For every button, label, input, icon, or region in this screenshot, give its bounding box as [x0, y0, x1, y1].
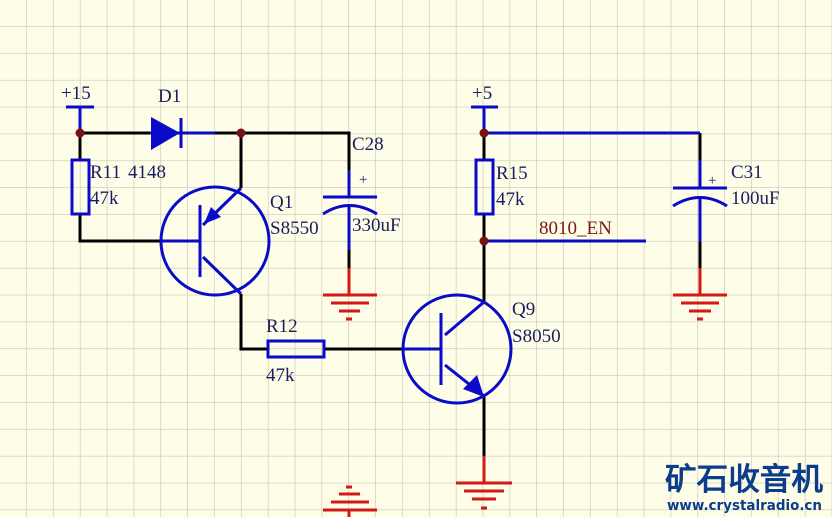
svg-text:S8550: S8550 — [270, 218, 319, 239]
svg-text:+15: +15 — [61, 83, 91, 104]
capacitor-c31[interactable]: + C31 100uF — [672, 160, 780, 242]
svg-text:+: + — [359, 172, 367, 188]
svg-text:www.crystalradio.cn: www.crystalradio.cn — [667, 498, 822, 514]
resistor-r11[interactable]: R11 47k — [70, 158, 121, 216]
svg-text:47k: 47k — [90, 188, 119, 209]
watermark-logo: 矿石收音机 www.crystalradio.cn — [665, 462, 823, 514]
transistor-q9[interactable]: Q9 S8050 — [401, 293, 561, 405]
ground-c28 — [323, 268, 377, 321]
svg-text:R15: R15 — [496, 163, 528, 184]
svg-text:100uF: 100uF — [731, 188, 780, 209]
svg-text:47k: 47k — [266, 365, 295, 386]
svg-text:8010_EN: 8010_EN — [539, 218, 612, 239]
resistor-r15[interactable]: R15 47k — [474, 158, 528, 216]
svg-text:C28: C28 — [352, 134, 384, 155]
svg-text:4148: 4148 — [128, 162, 166, 183]
svg-text:Q1: Q1 — [270, 192, 293, 213]
wires — [78, 131, 702, 456]
svg-text:+: + — [708, 173, 716, 189]
svg-text:47k: 47k — [496, 189, 525, 210]
transistor-q1[interactable]: Q1 S8550 — [159, 185, 319, 297]
junctions — [75, 128, 489, 246]
svg-text:330uF: 330uF — [352, 215, 401, 236]
svg-text:Q9: Q9 — [512, 299, 535, 320]
net-label-8010-en[interactable]: 8010_EN — [484, 218, 646, 243]
svg-text:D1: D1 — [158, 86, 181, 107]
capacitor-c28[interactable]: + C28 330uF — [322, 134, 401, 250]
diode-d1[interactable]: D1 4148 — [128, 86, 215, 183]
ground-c31 — [673, 268, 727, 321]
svg-text:C31: C31 — [731, 162, 763, 183]
resistor-r12[interactable]: R12 47k — [266, 316, 326, 386]
svg-text:R11: R11 — [90, 162, 121, 183]
svg-text:+5: +5 — [472, 83, 492, 104]
svg-text:S8050: S8050 — [512, 326, 561, 347]
ground-q9 — [456, 456, 512, 510]
svg-text:矿石收音机: 矿石收音机 — [665, 462, 823, 498]
svg-text:R12: R12 — [266, 316, 298, 337]
ground-stray — [323, 485, 377, 517]
